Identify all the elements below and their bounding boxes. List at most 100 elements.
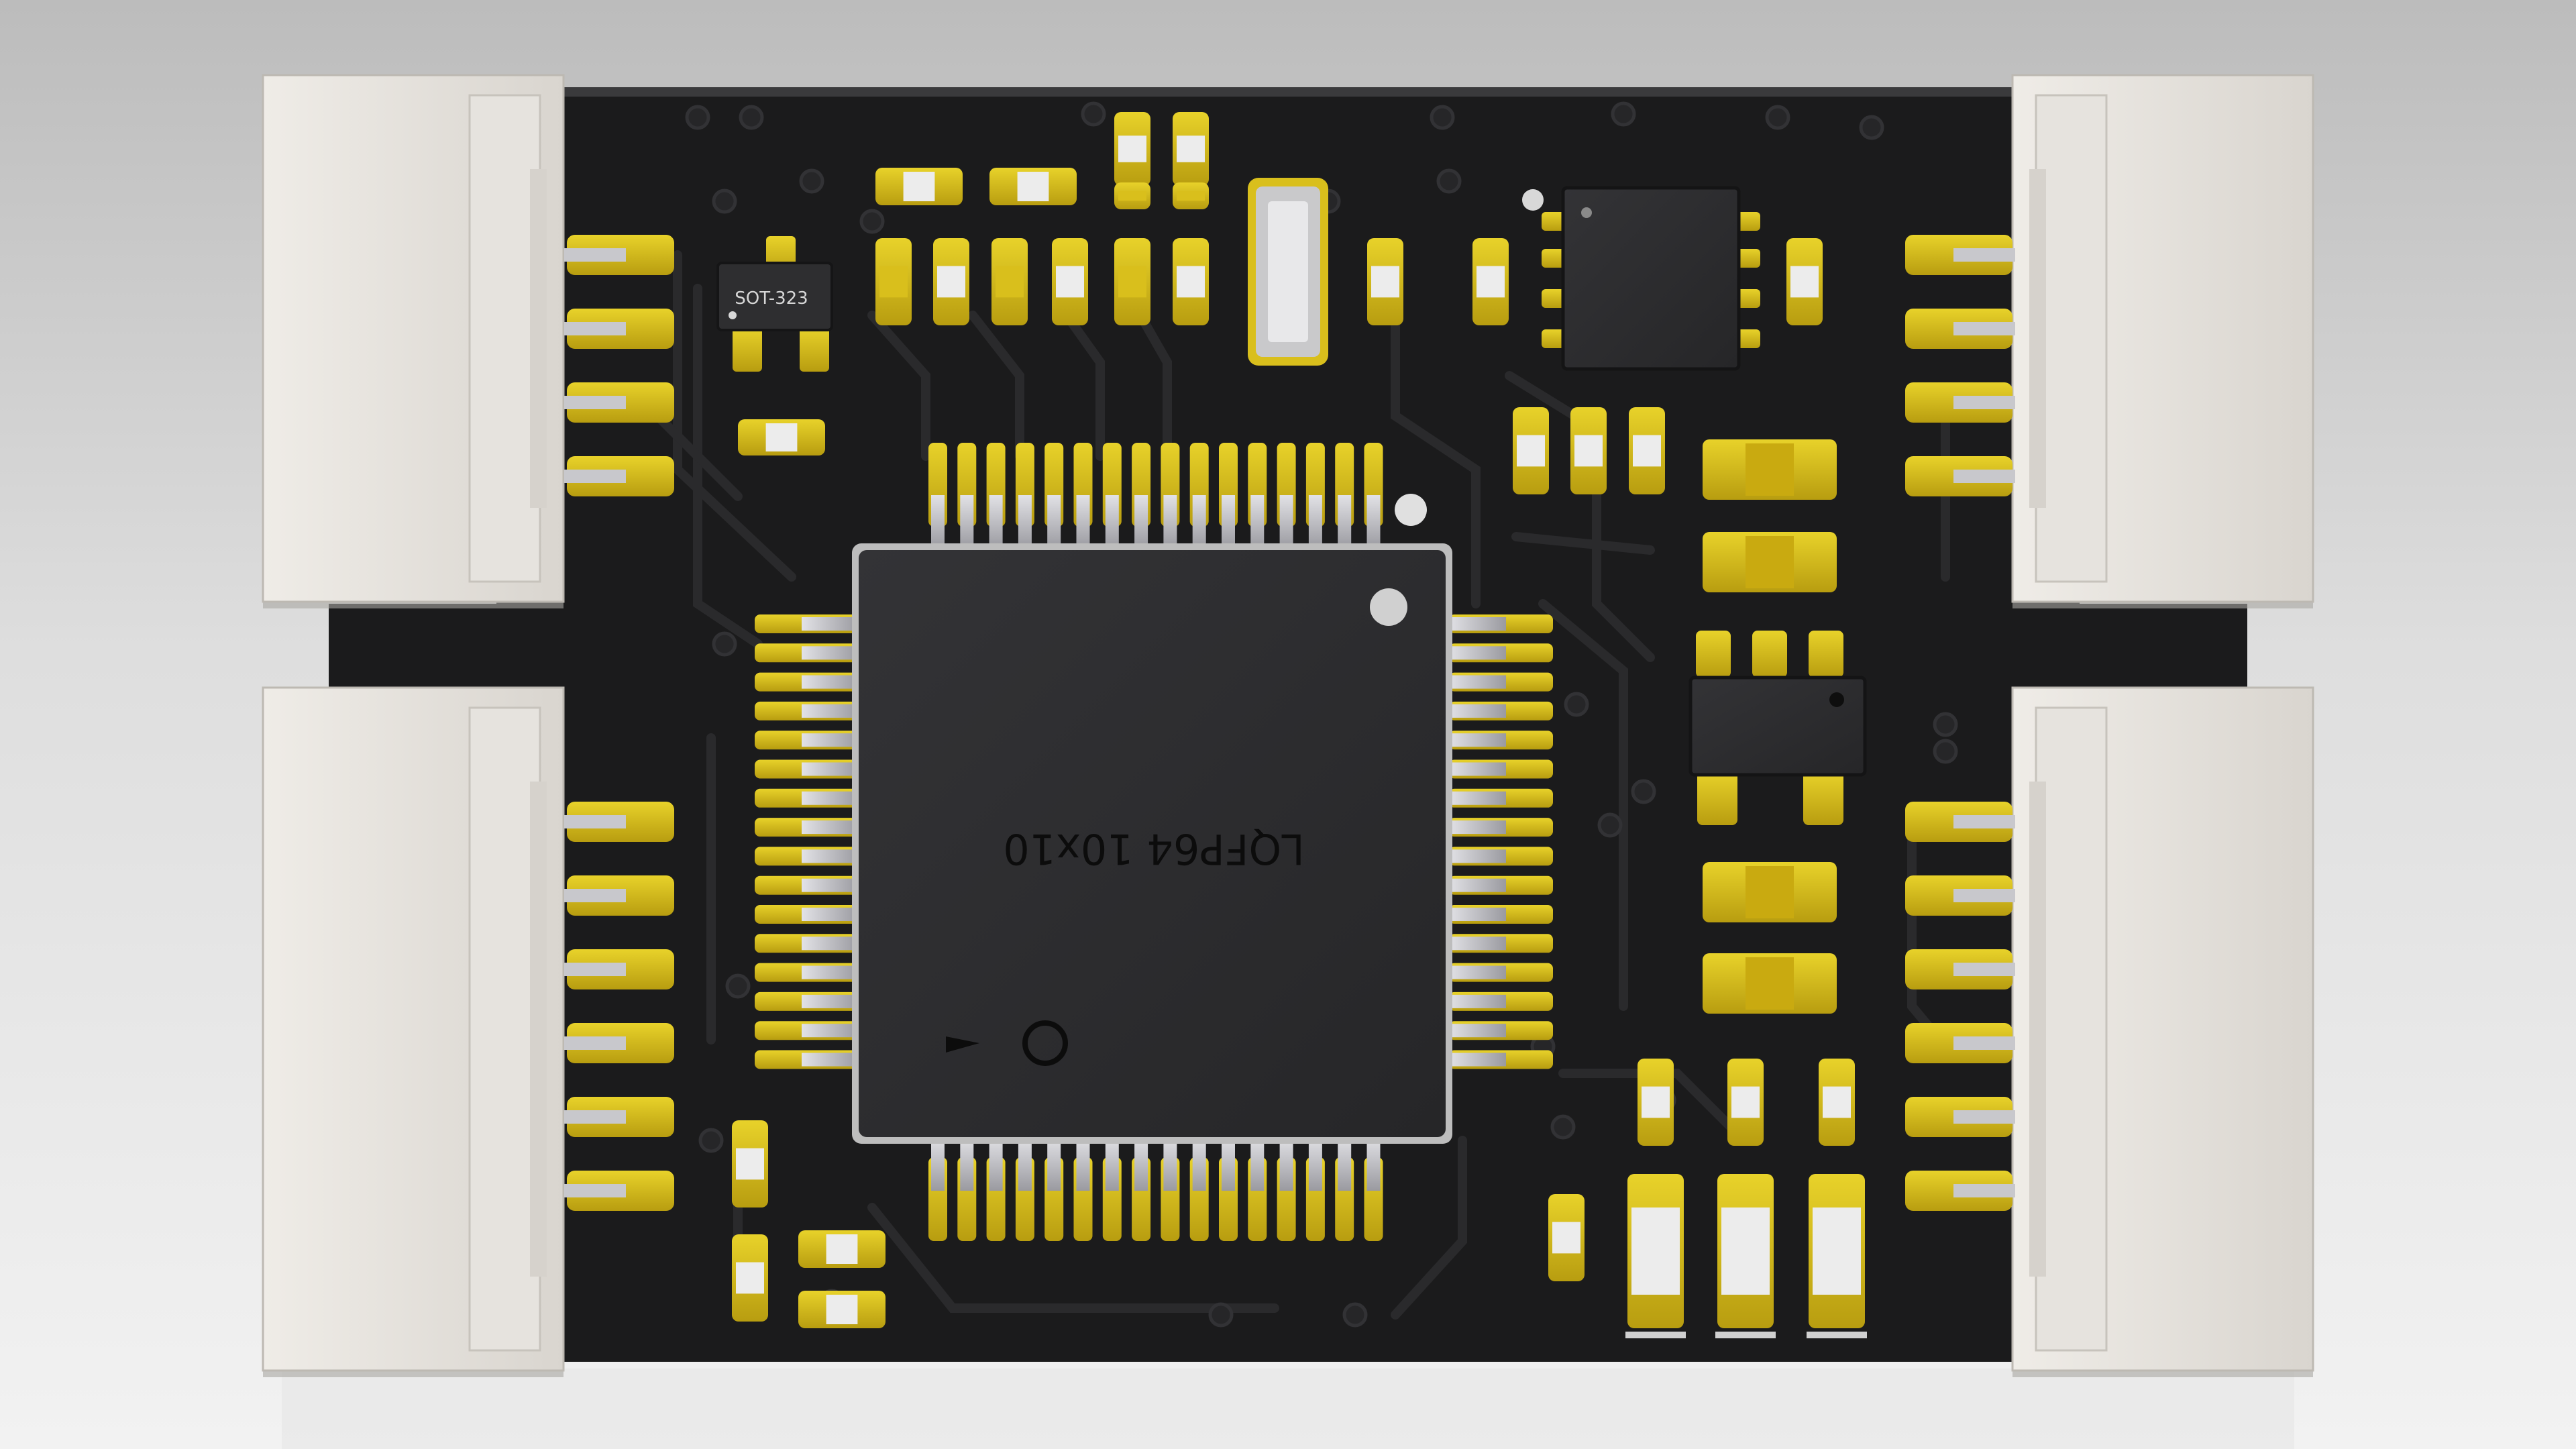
header-pad xyxy=(564,1023,674,1063)
sot323-transistor-icon: SOT-323 xyxy=(716,236,833,372)
soic8-chip-icon xyxy=(1522,186,1760,371)
via xyxy=(1436,168,1462,194)
chip-pin xyxy=(1449,936,1506,951)
header-pad xyxy=(564,235,674,275)
power-resistor xyxy=(1807,1174,1867,1338)
chip-pin xyxy=(960,1137,974,1191)
header-pad xyxy=(1905,235,2015,275)
via xyxy=(1564,692,1589,717)
copper-trace xyxy=(1391,1136,1467,1320)
smd-component xyxy=(1173,238,1209,325)
smd-component xyxy=(1367,238,1403,325)
chip-pin xyxy=(1163,1137,1177,1191)
header-pad xyxy=(564,1097,674,1137)
smd-component xyxy=(1629,407,1665,494)
power-resistors xyxy=(1625,1174,1867,1338)
copper-trace xyxy=(867,311,930,461)
header-pad xyxy=(1905,949,2015,989)
chip-pin xyxy=(1449,762,1506,776)
chip-pin xyxy=(802,1024,859,1038)
chip-pin xyxy=(1134,495,1148,549)
copper-trace xyxy=(1511,532,1655,555)
chip-pin xyxy=(1047,495,1061,549)
chip-pin xyxy=(989,495,1003,549)
chip-pin xyxy=(1449,1053,1506,1067)
smd-component xyxy=(732,1120,768,1208)
via xyxy=(1631,779,1656,804)
chip-pin xyxy=(802,704,859,718)
connectors xyxy=(262,74,2314,1377)
chip-pin xyxy=(1192,1137,1206,1191)
smd-component xyxy=(1548,1194,1585,1281)
chip-pin xyxy=(1222,1137,1235,1191)
copper-traces xyxy=(653,250,1950,1320)
chip-pin xyxy=(1076,495,1090,549)
chip-pin xyxy=(1076,1137,1090,1191)
chip-pin xyxy=(1449,704,1506,718)
smd-component xyxy=(1052,238,1088,325)
chip-pin xyxy=(802,617,859,631)
chip-pin xyxy=(1250,495,1265,549)
copper-trace xyxy=(693,284,763,649)
via xyxy=(1933,712,1958,737)
copper-trace xyxy=(1391,317,1481,608)
chip-pin xyxy=(802,965,859,979)
smd-component xyxy=(875,238,912,325)
smd-component xyxy=(732,1234,768,1322)
chip-pin xyxy=(1105,495,1119,549)
chip-pin xyxy=(1449,878,1506,892)
smd-component xyxy=(1173,182,1209,209)
passive-components xyxy=(732,112,1855,1328)
chip-pin xyxy=(1163,495,1177,549)
via xyxy=(698,1128,724,1153)
chip-pin xyxy=(1449,675,1506,689)
smd-component xyxy=(1570,407,1607,494)
via xyxy=(685,105,710,130)
chip-pin xyxy=(802,675,859,689)
copper-trace xyxy=(867,1203,1279,1313)
via xyxy=(1208,1302,1234,1328)
via xyxy=(712,631,737,657)
chip-pin xyxy=(1366,495,1381,549)
chip-pin xyxy=(1192,495,1206,549)
power-resistor xyxy=(1625,1174,1686,1338)
header-pad xyxy=(564,456,674,496)
smd-component xyxy=(1114,182,1150,209)
copper-trace xyxy=(1538,599,1628,1011)
power-resistor xyxy=(1715,1174,1776,1338)
connector-housing-icon xyxy=(2011,686,2314,1377)
chip-pin xyxy=(1105,1137,1119,1191)
chip-pin xyxy=(1308,1137,1322,1191)
smd-component xyxy=(989,168,1077,205)
chip-pin xyxy=(1279,1137,1293,1191)
header-pad xyxy=(564,949,674,989)
header-pad xyxy=(1905,382,2015,423)
header-pad xyxy=(1905,1023,2015,1063)
header-pad xyxy=(1905,1171,2015,1211)
chip-pin xyxy=(1449,908,1506,921)
header-pad xyxy=(564,802,674,842)
via xyxy=(725,973,751,999)
via xyxy=(1430,105,1455,130)
chip-pin xyxy=(931,495,945,549)
header-pad xyxy=(1905,875,2015,916)
via xyxy=(1765,105,1790,130)
chip-pin xyxy=(1018,495,1032,549)
smd-component xyxy=(1819,1059,1855,1146)
smd-component xyxy=(1786,238,1823,325)
smd-component xyxy=(1703,953,1837,1014)
copper-trace xyxy=(1558,1069,1749,1145)
chip-pin xyxy=(989,1137,1003,1191)
sot-package-label: SOT-323 xyxy=(735,288,808,309)
chip-pin xyxy=(1338,1137,1352,1191)
chip-pin xyxy=(802,849,859,863)
chip-pin xyxy=(802,733,859,747)
via xyxy=(1550,1114,1576,1140)
chip-pin xyxy=(1018,1137,1032,1191)
chip-pin xyxy=(1222,495,1235,549)
chip-pin xyxy=(1449,994,1506,1008)
copper-trace xyxy=(968,311,1024,461)
chip-pin xyxy=(802,1053,859,1067)
smd-component xyxy=(991,238,1028,325)
via xyxy=(1859,115,1884,140)
